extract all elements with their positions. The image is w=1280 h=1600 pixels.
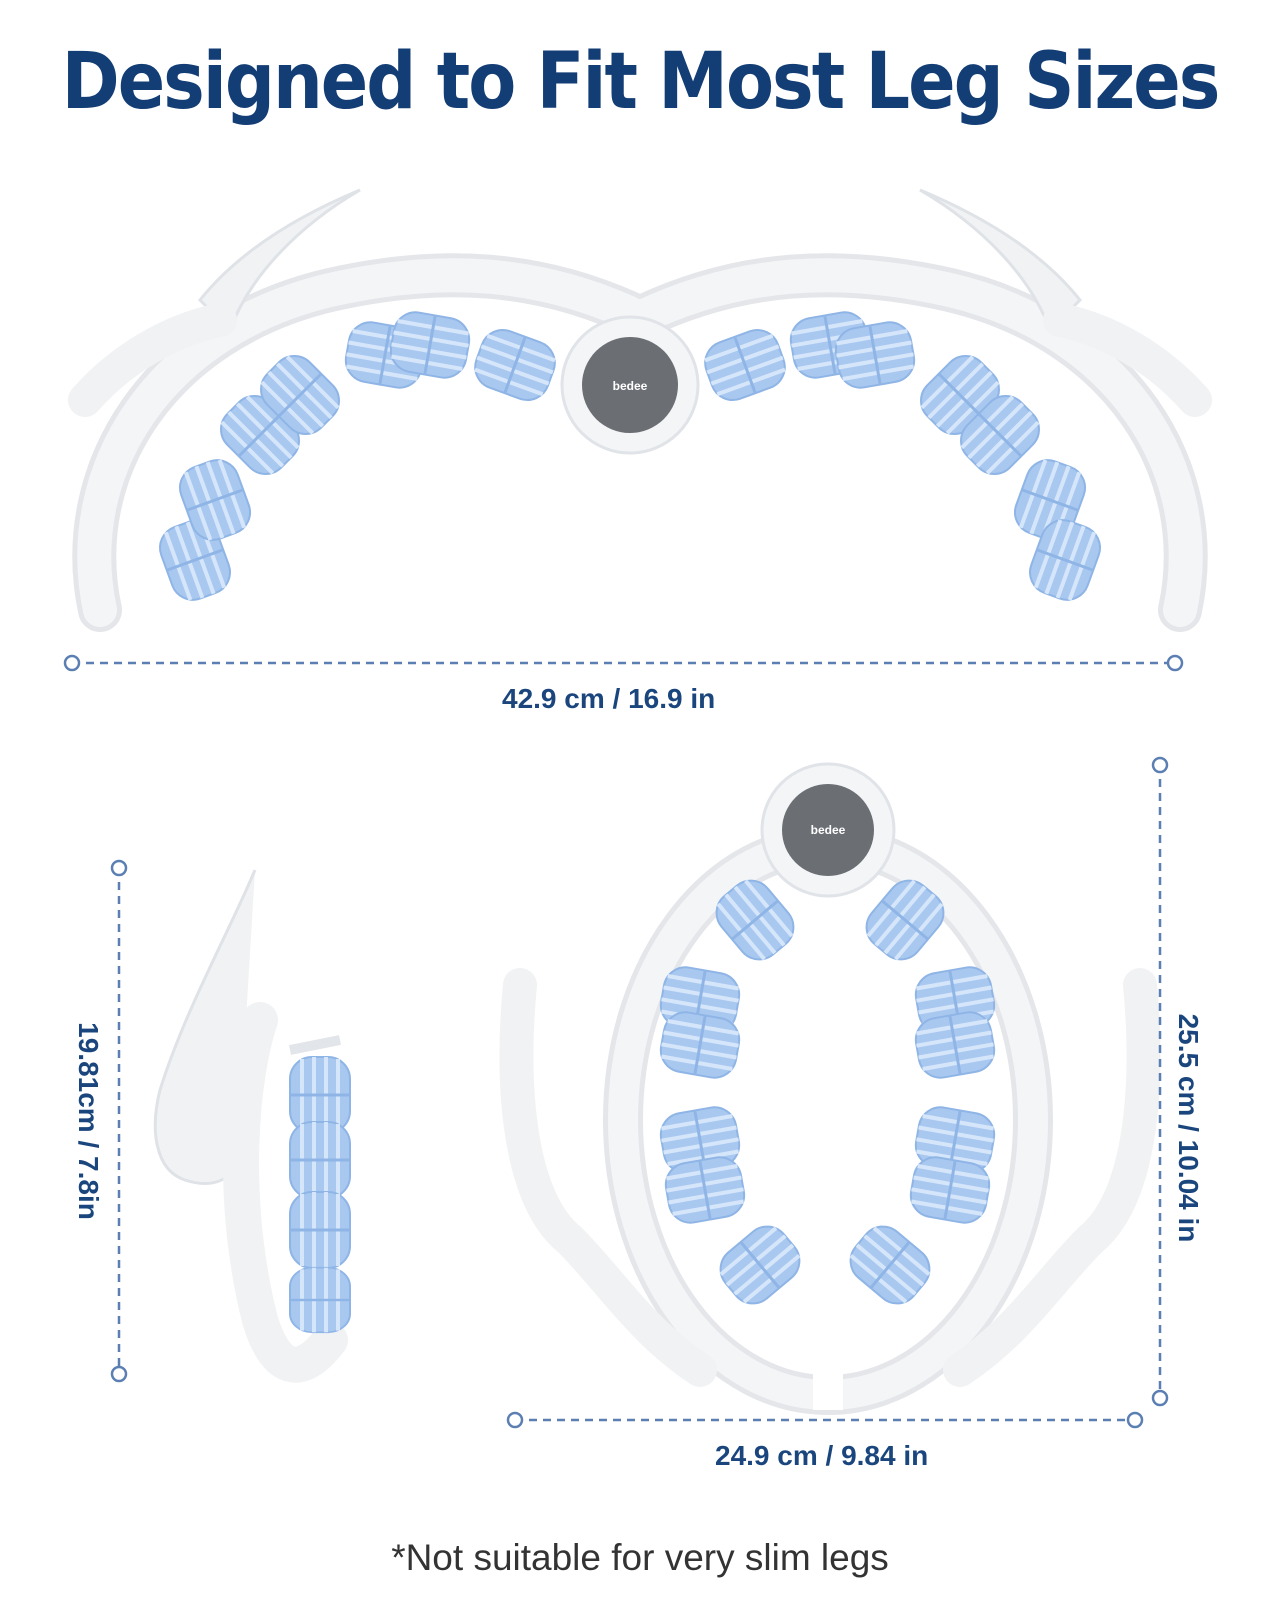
closed-width-label: 24.9 cm / 9.84 in <box>715 1440 929 1471</box>
brand-logo-closed: bedee <box>811 823 846 837</box>
open-width-dimension <box>63 654 1184 672</box>
headline: Designed to Fit Most Leg Sizes <box>61 35 1221 127</box>
footnote: *Not suitable for very slim legs <box>391 1537 889 1578</box>
roller-open-view: bedee <box>68 188 1212 632</box>
side-height-label: 19.81cm / 7.8in <box>73 1022 104 1220</box>
closed-width-dimension <box>506 1411 1144 1429</box>
side-height-dimension <box>110 859 128 1383</box>
open-width-label: 42.9 cm / 16.9 in <box>502 683 716 714</box>
roller-side-view <box>153 869 352 1383</box>
roller-closed-view: bedee <box>499 762 1161 1415</box>
closed-height-dimension <box>1151 756 1169 1407</box>
brand-badge <box>582 337 678 433</box>
closed-height-label: 25.5 cm / 10.04 in <box>1173 1013 1204 1243</box>
brand-logo: bedee <box>613 379 648 393</box>
